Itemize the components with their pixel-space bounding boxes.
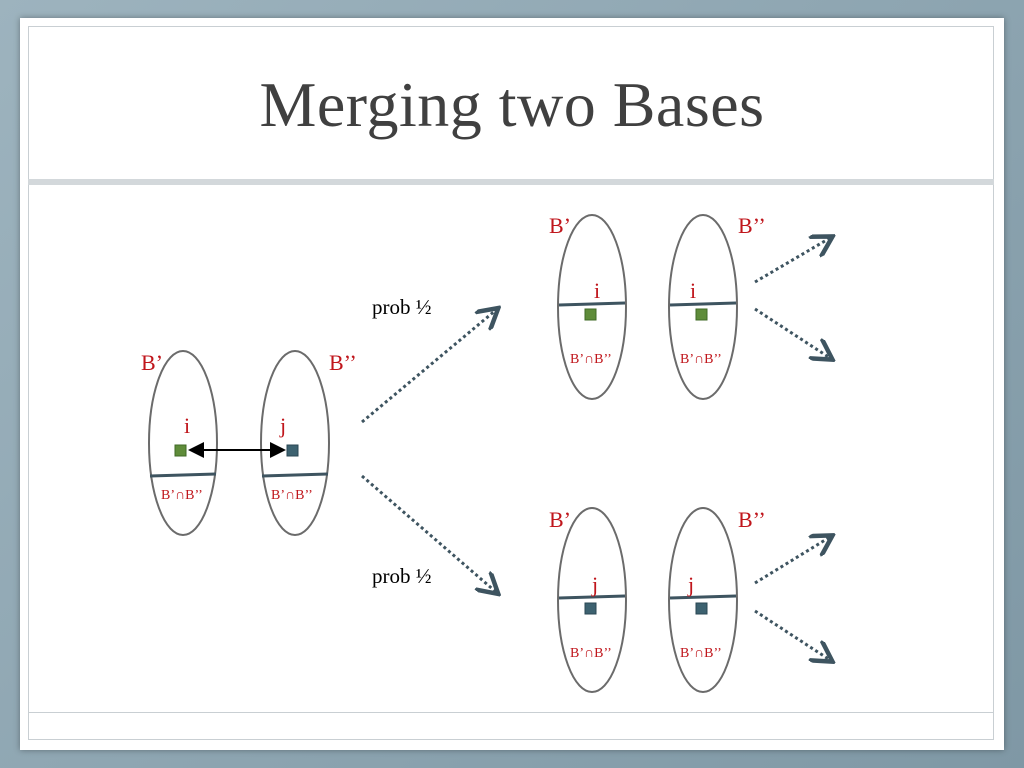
branch-arrows: prob ½ prob ½ [361,295,496,592]
top-node2 [695,308,708,321]
title-divider [28,179,994,185]
left-base1-divider [149,472,217,478]
slide: Merging two Bases [20,18,1004,750]
bottom-base2-ellipse [668,507,738,693]
bottom-base1-label: B’ [549,507,571,532]
top-out-arrow-down [754,307,830,358]
bottom-node2 [695,602,708,615]
bottom-out-arrow-down [754,609,830,660]
left-base1-label: B’ [141,350,163,375]
top-node2-label: i [690,278,696,303]
bottom-branch-group: B’ B’’ j j B’∩B’’ B’∩B’’ [549,507,830,693]
left-node-j-label: j [279,413,286,438]
bottom-base2-divider [669,594,737,600]
top-base1-label: B’ [549,213,571,238]
bottom-base1-divider [558,594,626,600]
left-node-i [174,444,187,457]
bottom-base2-label: B’’ [738,507,766,532]
top-base2-ellipse [668,214,738,400]
bottom-base1-ellipse [557,507,627,693]
top-out-arrow-up [754,238,830,284]
bottom-node1-label: j [591,572,598,597]
left-base2-divider [261,472,329,478]
footer-divider [28,712,994,713]
top-branch-group: B’ B’’ i i B’∩B’’ B’∩B’’ [549,213,830,400]
top-base1-ellipse [557,214,627,400]
top-base1-divider [558,301,626,307]
branch-arrow-up [361,310,496,424]
bottom-intersection1-label: B’∩B’’ [570,646,612,661]
left-base2-label: B’’ [329,350,357,375]
top-base2-divider [669,301,737,307]
slide-title: Merging two Bases [259,69,765,140]
left-base1-ellipse [148,350,218,536]
left-group: B’ B’’ i j B’∩B’’ B’∩B’’ [141,350,357,536]
bottom-prob-label: prob ½ [372,564,432,588]
left-node-j [286,444,299,457]
bottom-node2-label: j [687,572,694,597]
left-intersection1-label: B’∩B’’ [161,488,203,503]
top-base2-label: B’’ [738,213,766,238]
bottom-intersection2-label: B’∩B’’ [680,646,722,661]
left-intersection2-label: B’∩B’’ [271,488,313,503]
left-node-i-label: i [184,413,190,438]
bottom-node1 [584,602,597,615]
top-intersection1-label: B’∩B’’ [570,352,612,367]
top-node1 [584,308,597,321]
left-base2-ellipse [260,350,330,536]
top-prob-label: prob ½ [372,295,432,319]
top-node1-label: i [594,278,600,303]
top-intersection2-label: B’∩B’’ [680,352,722,367]
bottom-out-arrow-up [754,537,830,585]
